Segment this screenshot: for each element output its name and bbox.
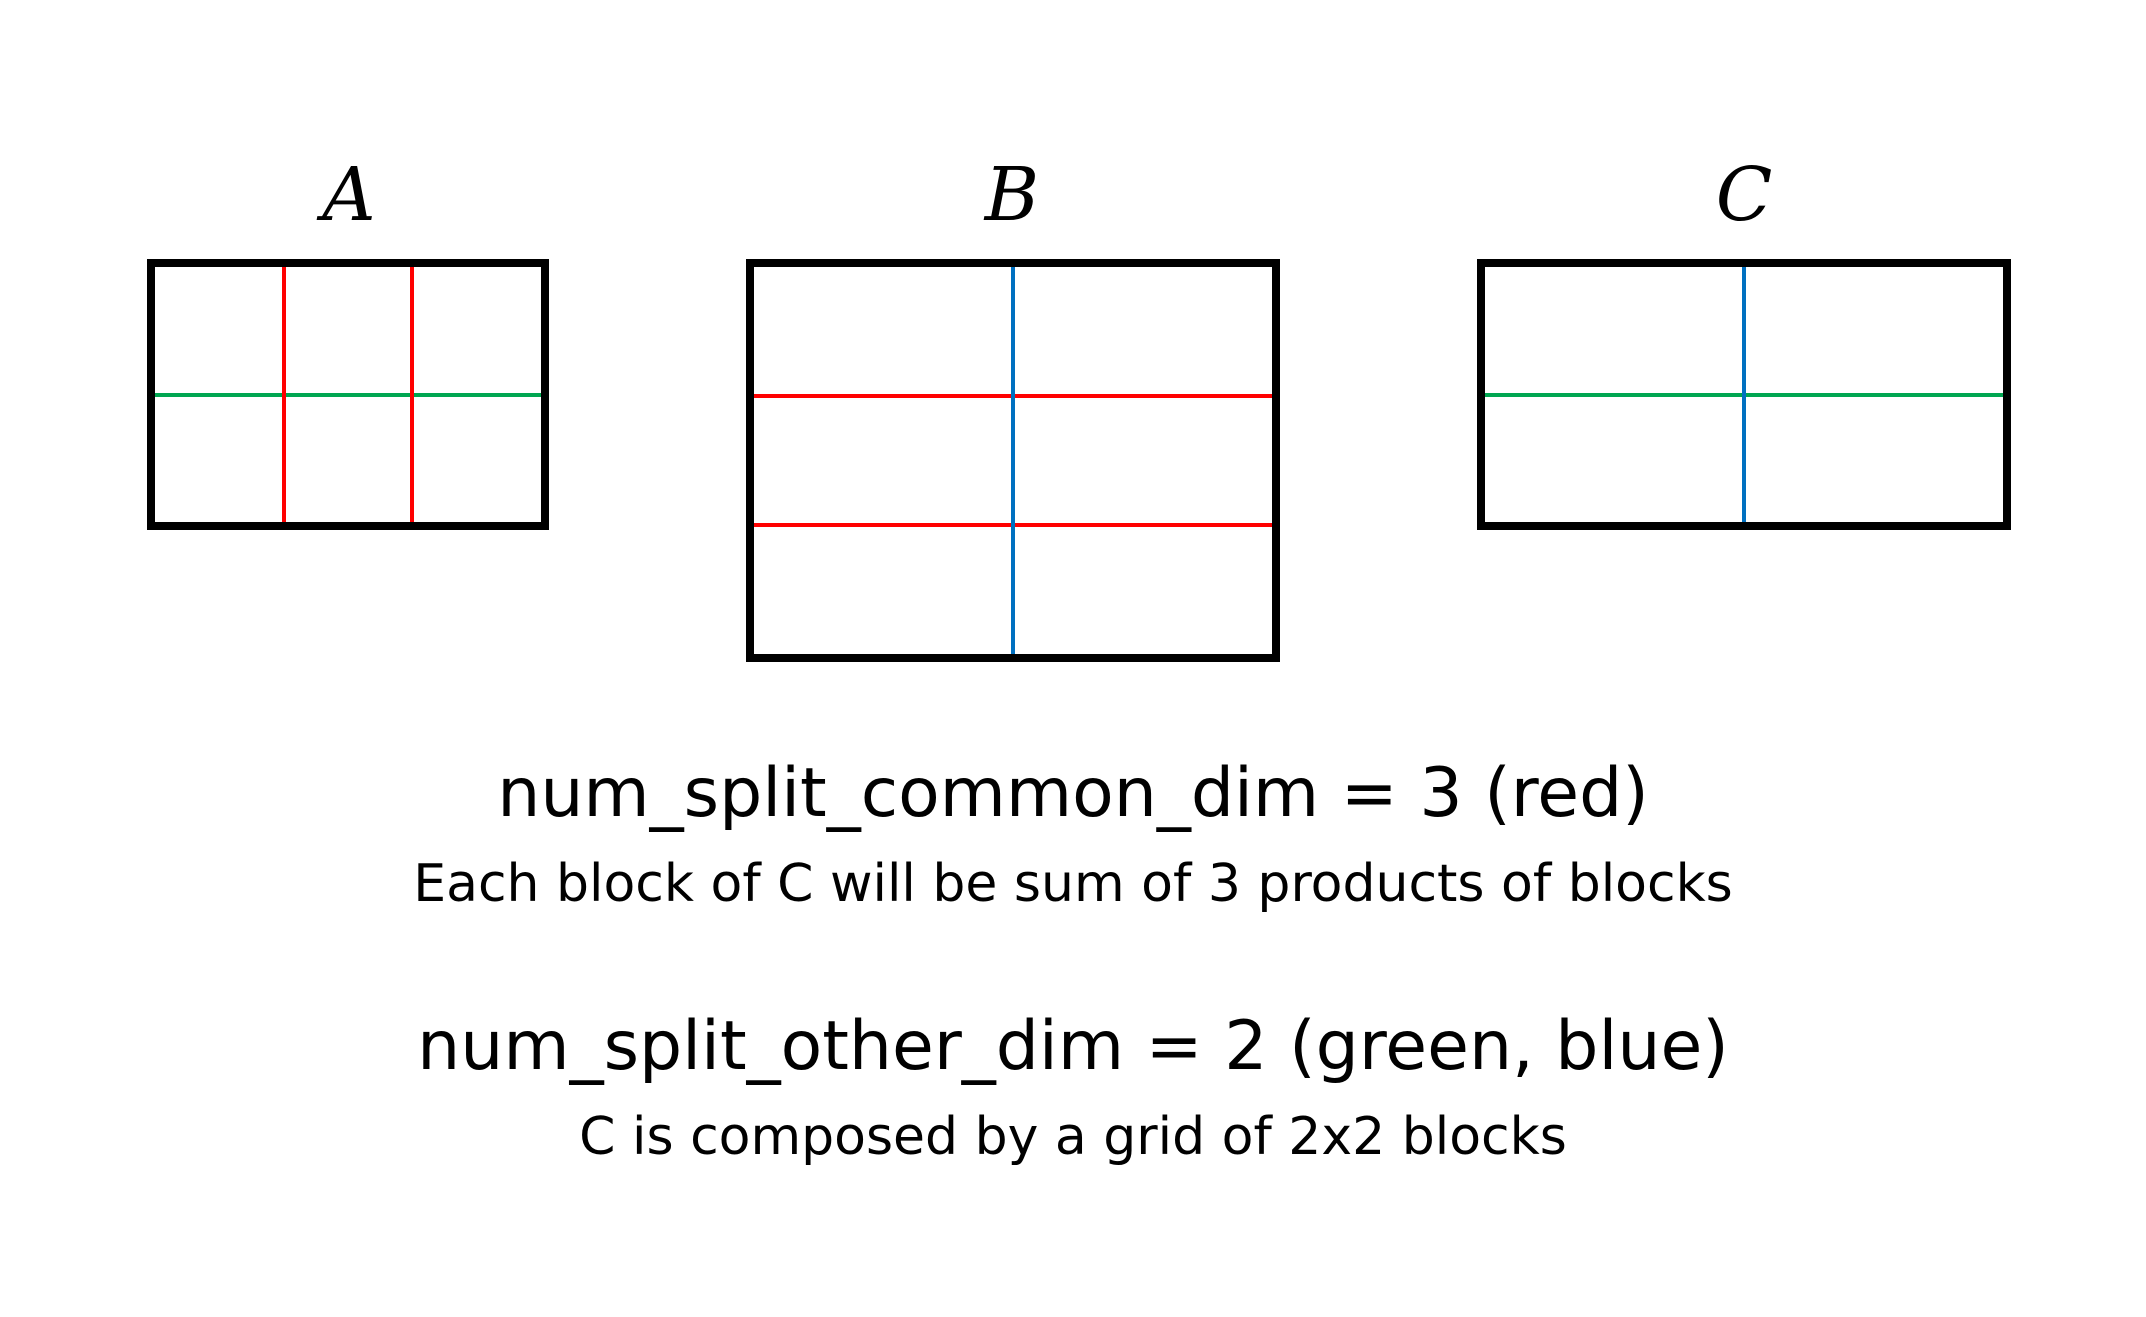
common-dim-heading: num_split_common_dim = 3 (red) xyxy=(497,754,1649,833)
matrix-b-col-split-blue xyxy=(1011,267,1015,654)
common-dim-description: Each block of C will be sum of 3 product… xyxy=(413,854,1733,914)
matrix-a xyxy=(147,259,549,530)
other-dim-description: C is composed by a grid of 2x2 blocks xyxy=(579,1107,1567,1167)
matrix-c xyxy=(1477,259,2011,530)
matrix-a-col-split-red-2 xyxy=(410,267,415,522)
matrix-b-label: B xyxy=(984,152,1040,238)
matrix-c-label: C xyxy=(1715,152,1773,238)
matrix-a-row-split-green xyxy=(155,392,541,397)
other-dim-heading: num_split_other_dim = 2 (green, blue) xyxy=(417,1007,1729,1086)
matrix-c-col-split-blue xyxy=(1742,267,1746,522)
matrix-a-col-split-red-1 xyxy=(281,267,286,522)
matrix-b xyxy=(746,259,1280,662)
matrix-a-label: A xyxy=(322,152,376,238)
